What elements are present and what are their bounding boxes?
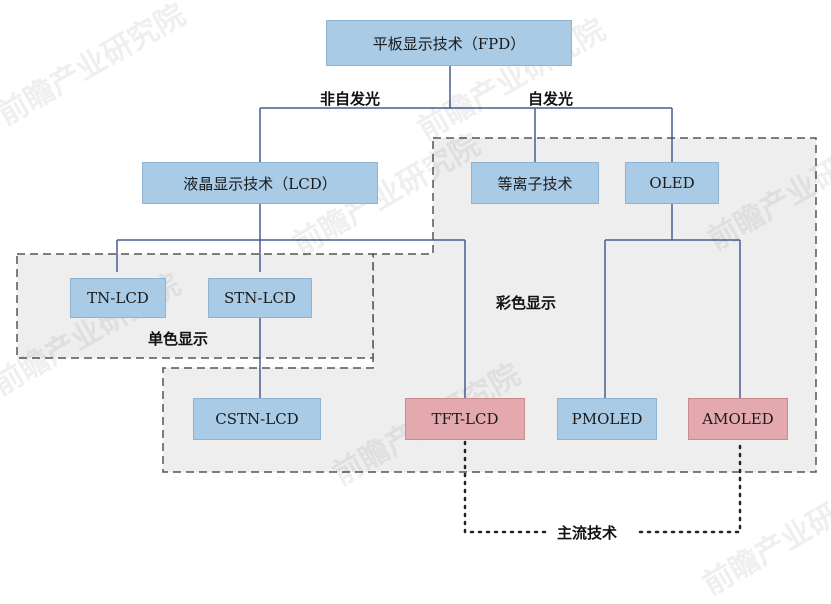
color-display-label: 彩色显示	[496, 294, 557, 312]
mono-display-label: 单色显示	[148, 330, 209, 348]
lcd-branch-line	[116, 204, 466, 398]
cstn-lcd-node: CSTN-LCD	[193, 398, 321, 440]
emissive-label: 自发光	[528, 90, 574, 108]
tn-lcd-node: TN-LCD	[70, 278, 166, 318]
pmoled-node: PMOLED	[557, 398, 657, 440]
connector-lines	[116, 66, 741, 398]
non-emissive-label: 非自发光	[320, 90, 381, 108]
mainstream-tech-label: 主流技术	[557, 524, 618, 542]
plasma-node: 等离子技术	[471, 162, 599, 204]
mono-display-region	[16, 253, 374, 359]
lcd-node: 液晶显示技术（LCD）	[142, 162, 378, 204]
amoled-node: AMOLED	[688, 398, 788, 440]
stn-lcd-node: STN-LCD	[208, 278, 312, 318]
mainstream-dotted-line	[463, 440, 742, 534]
tft-lcd-node: TFT-LCD	[405, 398, 525, 440]
fpd-branch-line	[259, 66, 673, 162]
color-display-region	[162, 137, 817, 473]
fpd-node: 平板显示技术（FPD）	[326, 20, 572, 66]
oled-branch-line	[604, 204, 741, 398]
oled-node: OLED	[625, 162, 719, 204]
diagram-canvas	[16, 66, 817, 534]
